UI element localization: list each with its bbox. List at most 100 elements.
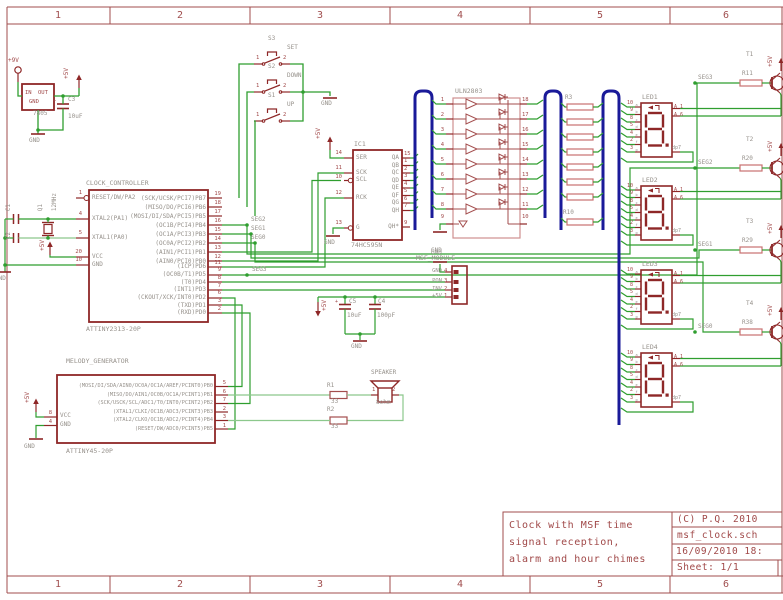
clock-pd-labels: (ICP)PD6 (OC0B/T1)PD5 (T0)PD4 (INT1)PD3 … bbox=[137, 263, 206, 317]
c3-polarity: + bbox=[53, 98, 57, 104]
led1-anode6: A 6 bbox=[674, 111, 684, 118]
melody-pin-gnd: GND bbox=[60, 420, 71, 428]
melody-pin-labels: (MOSI/DI/SDA/AIN0/OC0A/OC1A/AREF/PCINT0)… bbox=[78, 383, 213, 432]
ic1-pin-g: G bbox=[356, 223, 360, 231]
resistor-r10[interactable] bbox=[560, 217, 604, 226]
clock-pin-num: 5 bbox=[78, 230, 82, 236]
clock-pin-gnd: GND bbox=[92, 260, 103, 268]
ic1-name: IC1 bbox=[354, 140, 366, 148]
ic1-pin-scl: SCL bbox=[356, 176, 367, 183]
c5-name: C5 bbox=[349, 298, 357, 305]
titleblock-date: 16/09/2010 18: bbox=[676, 546, 764, 557]
clock-pin-num: 10 bbox=[75, 257, 82, 263]
clock-nets bbox=[222, 82, 740, 430]
msf-pin-num: 4 bbox=[444, 268, 448, 274]
ic1-output-numbers: 15 1 2 3 4 5 6 7 bbox=[404, 150, 411, 210]
ic1-74hc595-symbol[interactable] bbox=[344, 149, 410, 241]
resistor-network-r3[interactable] bbox=[560, 102, 604, 201]
led2-dp: dp7 bbox=[672, 228, 682, 234]
clock-pin-num: 20 bbox=[75, 249, 82, 255]
ic1-pin-num: 12 bbox=[335, 190, 342, 196]
regulator-in-label: IN bbox=[25, 90, 32, 96]
clock-pd-numbers: 11 9 8 7 6 3 2 bbox=[214, 259, 221, 312]
led2-anode1: A 1 bbox=[674, 187, 684, 193]
power-supply-7805[interactable] bbox=[14, 66, 83, 135]
clock-pin-num: 4 bbox=[78, 211, 82, 217]
clock-pb-labels: (SCK/UCSK/PCI7)PB7 (MISO/DO/PCI6)PB6 (MO… bbox=[130, 194, 206, 265]
s2-pin2: 2 bbox=[283, 83, 287, 89]
led4-anode1: A 1 bbox=[674, 354, 684, 360]
frame-col-label: 6 bbox=[722, 10, 730, 21]
gnd-label: GND bbox=[324, 239, 335, 246]
uln2803-symbol[interactable] bbox=[431, 93, 544, 239]
led4-dp: dp7 bbox=[672, 395, 682, 401]
msf-module-symbol[interactable] bbox=[445, 265, 468, 305]
led4-name: LED4 bbox=[642, 343, 658, 351]
speaker-pin2: 2 bbox=[392, 387, 396, 393]
gnd-label: GND bbox=[29, 137, 40, 144]
r2-value: 33 bbox=[331, 423, 339, 430]
gnd-label: GND bbox=[321, 100, 332, 107]
r11-name: R11 bbox=[742, 70, 753, 77]
crystal-circuit[interactable] bbox=[0, 214, 76, 273]
led1-display[interactable] bbox=[619, 101, 783, 164]
net-label-9v: +9V bbox=[8, 57, 19, 64]
r10-name: R10 bbox=[563, 209, 574, 216]
frame-col-label: 2 bbox=[176, 10, 184, 21]
uln-right-numbers: 18 17 16 15 14 13 12 11 bbox=[522, 97, 529, 209]
speaker-impedance: 8ohm bbox=[376, 399, 391, 406]
ic1-pin-num: 14 bbox=[335, 150, 342, 156]
c5-value: 10uF bbox=[347, 312, 362, 319]
regulator-out-label: OUT bbox=[38, 90, 48, 96]
speaker-circuit[interactable] bbox=[228, 380, 404, 425]
gnd-label: GND bbox=[0, 275, 6, 282]
led2-name: LED2 bbox=[642, 176, 658, 184]
melody-vcc-num: 8 bbox=[48, 410, 52, 416]
c2-name: C2 bbox=[5, 232, 12, 240]
net-label-5v: +5V bbox=[767, 223, 774, 234]
led3-anode6: A 6 bbox=[674, 278, 684, 285]
led4-display[interactable] bbox=[619, 351, 783, 414]
msf-pin-5v: +5V bbox=[432, 293, 442, 299]
melody-pin-vcc: VCC bbox=[60, 412, 71, 419]
ic1-pin-num: 11 bbox=[335, 165, 342, 171]
net-label-seg2: SEG2 bbox=[251, 216, 266, 223]
net-label-seg2: SEG2 bbox=[698, 159, 713, 166]
led4-anode6: A 6 bbox=[674, 361, 684, 368]
s2-name: S2 bbox=[268, 63, 276, 70]
s3-name: S3 bbox=[268, 35, 276, 42]
frame-col-label: 4 bbox=[456, 10, 464, 21]
ic1-pin-num: 10 bbox=[335, 173, 342, 180]
q1-name: Q1 bbox=[37, 204, 44, 212]
led3-segment-letters: a b c d e f g bbox=[635, 269, 638, 319]
switch-wires bbox=[238, 63, 331, 216]
clock-pin-num: 1 bbox=[78, 190, 82, 196]
ic1-pin-rck: RCK bbox=[356, 193, 367, 201]
ic1-part: 74HC595N bbox=[351, 241, 383, 249]
t2-name: T2 bbox=[746, 136, 754, 143]
net-label-5v: +5V bbox=[767, 56, 774, 67]
net-label-seg0: SEG0 bbox=[698, 323, 713, 330]
led3-display[interactable] bbox=[619, 268, 783, 331]
signal-bus bbox=[413, 89, 621, 425]
clock-pin-reset: RESET/DW/PA2 bbox=[92, 193, 136, 201]
melody-generator-symbol[interactable] bbox=[44, 374, 228, 444]
clock-title: CLOCK_CONTROLLER bbox=[86, 179, 149, 187]
s1-function: UP bbox=[287, 101, 295, 108]
ic1-output-labels: QA QB QC QD QE QF QG QH bbox=[391, 154, 399, 214]
frame-col-label: 5 bbox=[596, 10, 604, 21]
r1-name: R1 bbox=[327, 382, 335, 389]
t3-name: T3 bbox=[746, 218, 754, 225]
led3-anode1: A 1 bbox=[674, 271, 684, 277]
titleblock-filename: msf_clock.sch bbox=[677, 530, 758, 541]
frame-col-label: 6 bbox=[722, 579, 730, 590]
s3-function: SET bbox=[287, 44, 298, 51]
melody-title: MELODY_GENERATOR bbox=[66, 357, 129, 365]
regulator-part-label: 7805 bbox=[33, 110, 48, 117]
gnd-label: GND bbox=[24, 443, 35, 450]
ic1-pin-num: 13 bbox=[335, 220, 342, 226]
clock-controller-symbol[interactable] bbox=[76, 189, 222, 323]
led2-display[interactable] bbox=[619, 184, 783, 247]
s1-pin2: 2 bbox=[283, 112, 287, 118]
